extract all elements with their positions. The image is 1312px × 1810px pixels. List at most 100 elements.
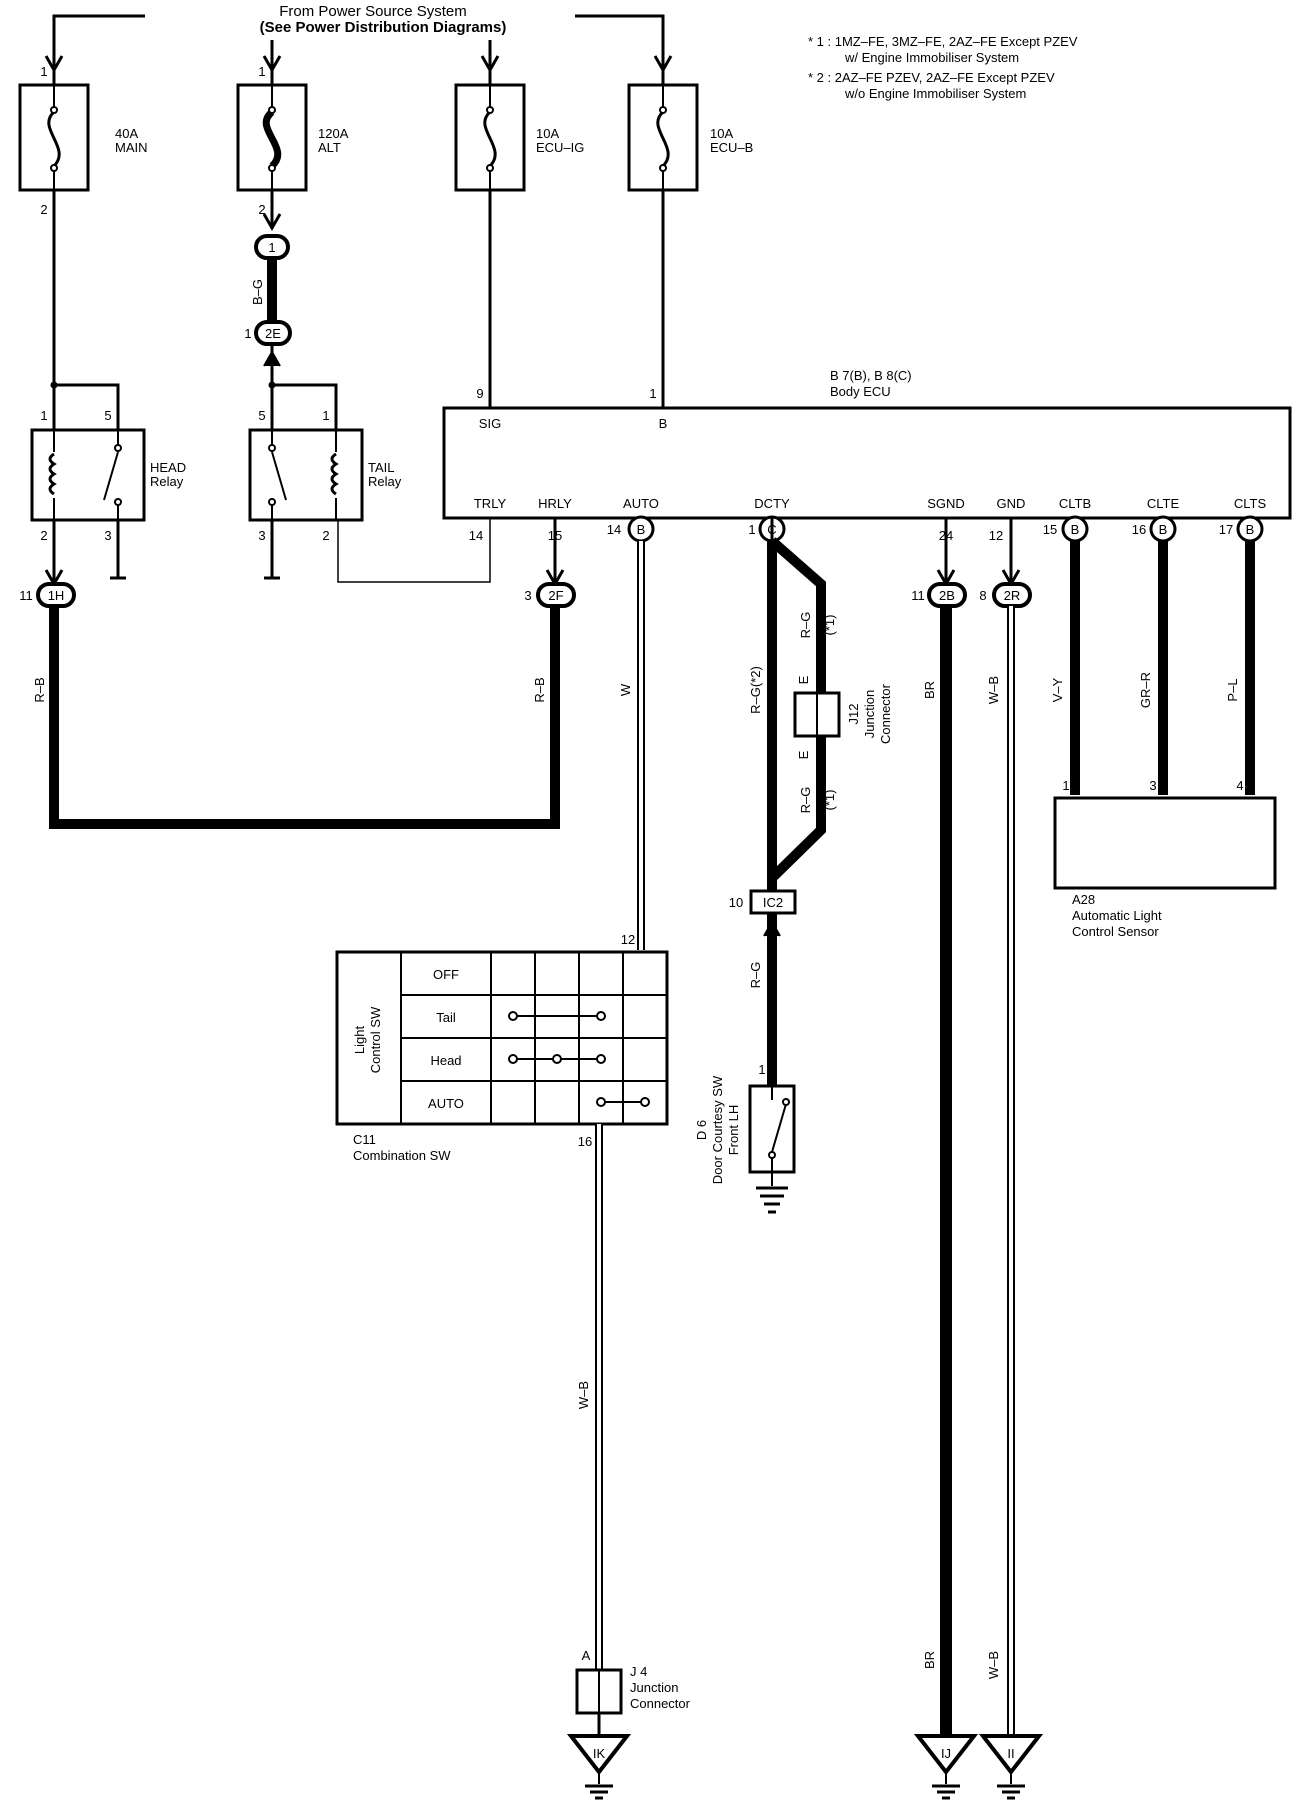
sensor-pin: 3 bbox=[1149, 778, 1156, 793]
ecu-connector-bubbles: B 14 C 1 B 15 B 16 B 17 15 14 24 12 bbox=[469, 515, 1264, 543]
switch-title: Control SW bbox=[368, 1006, 383, 1073]
note-2-line2: w/o Engine Immobiliser System bbox=[844, 86, 1026, 101]
connector-label: 1 bbox=[268, 240, 275, 255]
alt-feed: 1 B–G 2E 1 bbox=[244, 190, 292, 430]
ecu-terminal: HRLY bbox=[538, 496, 572, 511]
ecu-pin: 15 bbox=[1043, 522, 1057, 537]
fuse-name: ECU–B bbox=[710, 140, 753, 155]
relay-pin: 1 bbox=[40, 408, 47, 423]
relay-pin: 2 bbox=[322, 528, 329, 543]
wire-color-label: GR–R bbox=[1138, 672, 1153, 708]
gnd-wire: 2R 8 W–B W–B II bbox=[978, 518, 1044, 1800]
connector-pin: 11 bbox=[911, 588, 925, 603]
relay-name: Relay bbox=[368, 474, 402, 489]
power-source-label: From Power Source System bbox=[279, 3, 467, 20]
ecu-terminal: B bbox=[659, 416, 668, 431]
switch-position: Head bbox=[430, 1053, 461, 1068]
switch-name: Door Courtesy SW bbox=[710, 1075, 725, 1184]
relay-pin: 5 bbox=[104, 408, 111, 423]
connector-name: Junction bbox=[862, 690, 877, 738]
ecu-ref: B 7(B), B 8(C) bbox=[830, 368, 912, 383]
fuse-pin: 2 bbox=[40, 202, 47, 217]
light-sensor: V–Y GR–R P–L 1 3 4 A28 Automatic Light C… bbox=[1050, 541, 1277, 939]
ecu-pin: 14 bbox=[469, 528, 483, 543]
combination-switch: Light Control SW OFF Tail Head AUTO C11 … bbox=[335, 950, 669, 1163]
ground-point-label: IK bbox=[593, 1746, 606, 1761]
ecu-pin: 12 bbox=[989, 528, 1003, 543]
hrly-loop: 1H 11 2F 3 R–B R–B bbox=[19, 518, 576, 829]
fuse-rating: 10A bbox=[710, 126, 733, 141]
ecu-name: Body ECU bbox=[830, 384, 891, 399]
wire-color-label: V–Y bbox=[1050, 677, 1065, 702]
connector-ref: J12 bbox=[846, 704, 861, 725]
fuse-pin: 1 bbox=[40, 64, 47, 79]
wire-color-label: BR bbox=[922, 681, 937, 699]
ecu-pin: 1 bbox=[748, 522, 755, 537]
connector-pin: 1 bbox=[244, 326, 251, 341]
ground-point-label: IJ bbox=[941, 1746, 951, 1761]
connector-name: Junction bbox=[630, 1680, 678, 1695]
ecu-pin: 14 bbox=[607, 522, 621, 537]
connector-name: Connector bbox=[630, 1696, 691, 1711]
ecu-terminal: GND bbox=[997, 496, 1026, 511]
ground-point-label: II bbox=[1007, 1746, 1014, 1761]
fuse-40a-main: 1 2 40A MAIN bbox=[18, 64, 148, 217]
wire-color-label: R–G bbox=[798, 787, 813, 814]
connector-label: IC2 bbox=[763, 895, 783, 910]
feed-wires bbox=[44, 14, 673, 85]
wire-color-label: W–B bbox=[576, 1381, 591, 1409]
switch-ref: D 6 bbox=[694, 1120, 709, 1140]
switch-position: OFF bbox=[433, 967, 459, 982]
ecu-terminal: CLTB bbox=[1059, 496, 1091, 511]
switch-position: Tail bbox=[436, 1010, 456, 1025]
connector-pin: E bbox=[796, 675, 811, 684]
switch-pin: 16 bbox=[578, 1134, 592, 1149]
connector-label: 2E bbox=[265, 326, 281, 341]
ecu-terminal: TRLY bbox=[474, 496, 507, 511]
switch-position: AUTO bbox=[428, 1096, 464, 1111]
note-1-line2: w/ Engine Immobiliser System bbox=[844, 50, 1019, 65]
tail-relay: 5 1 3 2 TAIL Relay bbox=[248, 381, 491, 583]
fuse-120a-alt: 1 2 120A ALT bbox=[236, 64, 349, 217]
fuse-name: ALT bbox=[318, 140, 341, 155]
connector-label: 2R bbox=[1004, 588, 1021, 603]
wire-note: (*1) bbox=[822, 790, 837, 811]
relay-pin: 2 bbox=[40, 528, 47, 543]
connector-pin: 3 bbox=[524, 588, 531, 603]
connector-label: B bbox=[637, 522, 646, 537]
power-distribution-ref: (See Power Distribution Diagrams) bbox=[260, 19, 507, 36]
connector-label: B bbox=[1246, 522, 1255, 537]
note-1-line1: * 1 : 1MZ–FE, 3MZ–FE, 2AZ–FE Except PZEV bbox=[808, 34, 1078, 49]
wire-color-label: BR bbox=[922, 1651, 937, 1669]
switch-title: Light bbox=[352, 1026, 367, 1055]
wire-color-label: P–L bbox=[1225, 678, 1240, 701]
ecu-pin: 16 bbox=[1132, 522, 1146, 537]
ecu-terminal: CLTS bbox=[1234, 496, 1267, 511]
connector-name: Connector bbox=[878, 683, 893, 744]
ecu-pin: 9 bbox=[476, 386, 483, 401]
fuse-rating: 40A bbox=[115, 126, 138, 141]
wire-color-label: R–G bbox=[798, 612, 813, 639]
connector-label: 1H bbox=[48, 588, 65, 603]
sgnd-wire: 2B 11 BR BR IJ bbox=[911, 518, 979, 1800]
switch-pin: 1 bbox=[758, 1062, 765, 1077]
sensor-name: Control Sensor bbox=[1072, 924, 1159, 939]
relay-name: TAIL bbox=[368, 460, 395, 475]
note-2-line1: * 2 : 2AZ–FE PZEV, 2AZ–FE Except PZEV bbox=[808, 70, 1055, 85]
fuse-rating: 10A bbox=[536, 126, 559, 141]
sensor-name: Automatic Light bbox=[1072, 908, 1162, 923]
wire-color-label: W bbox=[618, 683, 633, 696]
fuse-10a-ecu-ig: 10A ECU–IG bbox=[454, 83, 584, 192]
ecu-terminal: DCTY bbox=[754, 496, 790, 511]
connector-pin: 11 bbox=[19, 588, 33, 603]
connector-label: 2B bbox=[939, 588, 955, 603]
switch-name: Front LH bbox=[726, 1105, 741, 1156]
wire-color-label: B–G bbox=[250, 279, 265, 305]
ecu-terminal: SGND bbox=[927, 496, 965, 511]
fuse-name: MAIN bbox=[115, 140, 148, 155]
connector-label: B bbox=[1159, 522, 1168, 537]
fuse-pin: 2 bbox=[258, 202, 265, 217]
relay-pin: 5 bbox=[258, 408, 265, 423]
